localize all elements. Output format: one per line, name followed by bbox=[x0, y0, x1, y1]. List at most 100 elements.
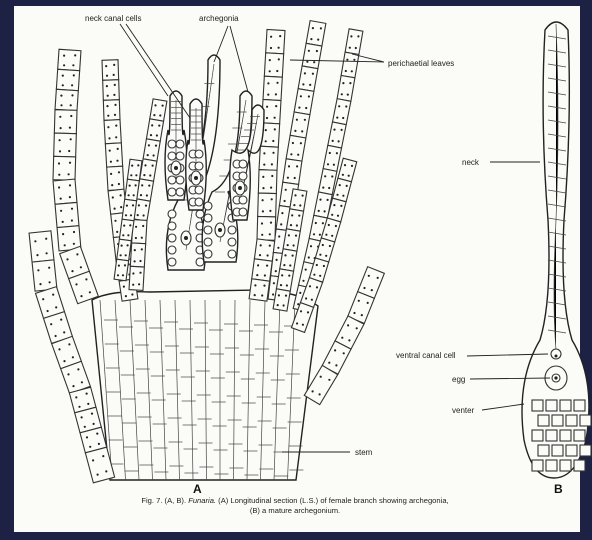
chloroplast-dot bbox=[281, 274, 283, 276]
chloroplast-dot bbox=[292, 255, 294, 257]
chloroplast-dot bbox=[358, 300, 360, 302]
chloroplast-dot bbox=[118, 183, 120, 185]
venter-wall-cell bbox=[538, 445, 549, 456]
leaf-cell bbox=[103, 100, 120, 121]
chloroplast-dot bbox=[266, 106, 268, 108]
chloroplast-dot bbox=[305, 269, 307, 271]
chloroplast-dot bbox=[266, 117, 268, 119]
chloroplast-dot bbox=[97, 474, 99, 476]
chloroplast-dot bbox=[308, 95, 310, 97]
chloroplast-dot bbox=[294, 130, 296, 132]
chloroplast-dot bbox=[271, 163, 273, 165]
chloroplast-dot bbox=[73, 231, 75, 233]
caption-line2: (B) a mature archegonium. bbox=[30, 506, 560, 516]
leaf-cell bbox=[125, 179, 140, 201]
chloroplast-dot bbox=[96, 433, 98, 435]
chloroplast-dot bbox=[348, 339, 350, 341]
chloroplast-dot bbox=[284, 200, 286, 202]
chloroplast-dot bbox=[278, 235, 280, 237]
chloroplast-dot bbox=[310, 38, 312, 40]
chloroplast-dot bbox=[137, 164, 139, 166]
chloroplast-dot bbox=[270, 36, 272, 38]
chloroplast-dot bbox=[115, 136, 117, 138]
chloroplast-dot bbox=[291, 214, 293, 216]
chloroplast-dot bbox=[377, 277, 379, 279]
chloroplast-dot bbox=[368, 275, 370, 277]
chloroplast-dot bbox=[343, 352, 345, 354]
chloroplast-dot bbox=[349, 82, 351, 84]
venter-wall-cell bbox=[580, 445, 591, 456]
chloroplast-dot bbox=[120, 206, 122, 208]
mature-archegonium-drawing bbox=[522, 22, 591, 478]
chloroplast-dot bbox=[116, 231, 118, 233]
label-neck-canal-cells: neck canal cells bbox=[85, 14, 141, 23]
leaf-cell bbox=[55, 89, 78, 110]
chloroplast-dot bbox=[109, 150, 111, 152]
chloroplast-dot bbox=[319, 234, 321, 236]
chloroplast-dot bbox=[71, 208, 73, 210]
leaf-cell bbox=[32, 260, 57, 291]
chloroplast-dot bbox=[74, 54, 76, 56]
chloroplast-dot bbox=[348, 175, 350, 177]
leaf-cell bbox=[143, 139, 160, 161]
chloroplast-dot bbox=[131, 293, 133, 295]
venter-wall-cell bbox=[532, 400, 543, 411]
venter-cell bbox=[168, 258, 176, 266]
venter-cell bbox=[204, 226, 212, 234]
chloroplast-dot bbox=[113, 64, 115, 66]
venter-wall-cell bbox=[552, 445, 563, 456]
chloroplast-dot bbox=[334, 349, 336, 351]
chloroplast-dot bbox=[275, 105, 277, 107]
chloroplast-dot bbox=[68, 343, 70, 345]
chloroplast-dot bbox=[144, 164, 146, 166]
chloroplast-dot bbox=[280, 223, 282, 225]
chloroplast-dot bbox=[89, 291, 91, 293]
chloroplast-dot bbox=[133, 194, 135, 196]
chloroplast-dot bbox=[70, 115, 72, 117]
chloroplast-dot bbox=[59, 139, 61, 141]
chloroplast-dot bbox=[80, 295, 82, 297]
leaf-cell bbox=[54, 133, 77, 157]
leaf-cell bbox=[119, 219, 134, 241]
chloroplast-dot bbox=[148, 185, 150, 187]
chloroplast-dot bbox=[98, 443, 100, 445]
chloroplast-dot bbox=[304, 119, 306, 121]
chloroplast-dot bbox=[64, 244, 66, 246]
caption-prefix: Fig. 7. (A, B). bbox=[141, 496, 186, 505]
egg-nucleus bbox=[184, 236, 188, 240]
chloroplast-dot bbox=[125, 214, 127, 216]
chloroplast-dot bbox=[135, 174, 137, 176]
venter-cell bbox=[228, 238, 236, 246]
venter-wall-cell bbox=[574, 400, 585, 411]
leaf-cell bbox=[257, 216, 276, 240]
chloroplast-dot bbox=[123, 225, 125, 227]
chloroplast-dot bbox=[312, 27, 314, 29]
chloroplast-dot bbox=[72, 64, 74, 66]
chloroplast-dot bbox=[356, 327, 358, 329]
chloroplast-dot bbox=[127, 234, 129, 236]
chloroplast-dot bbox=[262, 176, 264, 178]
chloroplast-dot bbox=[71, 270, 73, 272]
chloroplast-dot bbox=[313, 61, 315, 63]
chloroplast-dot bbox=[39, 283, 41, 285]
leaf-cell bbox=[140, 159, 157, 181]
chloroplast-dot bbox=[154, 104, 156, 106]
chloroplast-dot bbox=[320, 376, 322, 378]
chloroplast-dot bbox=[122, 234, 124, 236]
chloroplast-dot bbox=[281, 212, 283, 214]
chloroplast-dot bbox=[140, 194, 142, 196]
chloroplast-dot bbox=[139, 260, 141, 262]
venter-cell bbox=[168, 234, 176, 242]
chloroplast-dot bbox=[275, 270, 277, 272]
chloroplast-dot bbox=[58, 186, 60, 188]
chloroplast-dot bbox=[71, 84, 73, 86]
leaf-cell bbox=[298, 66, 318, 91]
chloroplast-dot bbox=[293, 244, 295, 246]
chloroplast-dot bbox=[342, 195, 344, 197]
label-perichaetial-leaves: perichaetial leaves bbox=[388, 59, 454, 68]
chloroplast-dot bbox=[333, 129, 335, 131]
chloroplast-dot bbox=[283, 264, 285, 266]
chloroplast-dot bbox=[145, 205, 147, 207]
venter-cell bbox=[239, 196, 247, 204]
